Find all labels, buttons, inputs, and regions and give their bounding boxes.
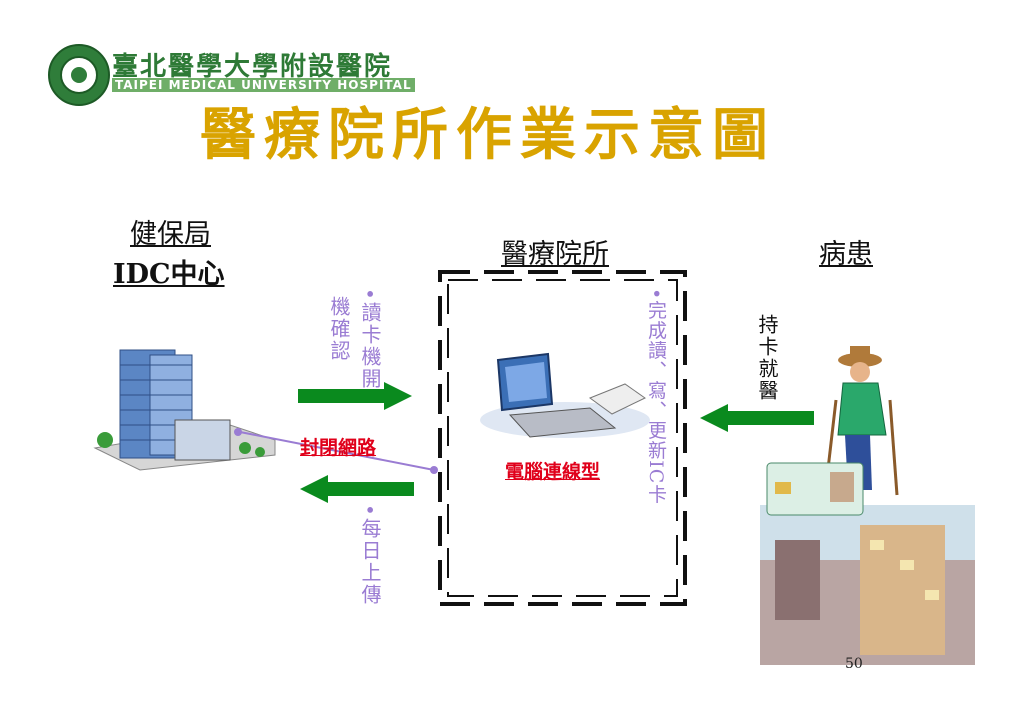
logo-core (71, 67, 87, 83)
logo-inner-ring (60, 56, 98, 94)
clinic-label: 醫療院所 (501, 239, 609, 270)
arrow-to-clinic (298, 382, 412, 410)
arrow-to-idc (300, 475, 414, 503)
ic-card-illustration (766, 462, 864, 516)
hospital-logo (48, 44, 110, 106)
computer-illustration (480, 352, 650, 438)
clinic-dashed-frame (438, 270, 687, 606)
patient-label: 病患 (819, 239, 873, 270)
hospital-photo (760, 505, 975, 665)
page-number: 50 (845, 656, 863, 672)
ic-card-update-text: •完成讀、寫、更新IC卡 (645, 288, 667, 505)
closed-network-line (234, 428, 438, 474)
hospital-name-en: TAIPEI MEDICAL UNIVERSITY HOSPITAL (112, 78, 415, 92)
arrow-from-patient (700, 404, 814, 432)
hold-card-text: 持卡就醫 (755, 314, 779, 402)
idc-label-line2: IDC中心 (113, 259, 225, 290)
hospital-name-cn: 臺北醫學大學附設醫院 (112, 52, 393, 82)
card-reader-verify-text-1: •讀卡機開 (358, 288, 382, 390)
page-title: 醫療院所作業示意圖 (200, 102, 776, 168)
daily-upload-text: •每日上傳 (358, 504, 382, 606)
idc-label-line1: 健保局 (130, 219, 211, 250)
computer-type-label: 電腦連線型 (505, 461, 601, 483)
closed-network-label: 封閉網路 (300, 437, 377, 459)
card-reader-verify-text-2: 機確認 (327, 296, 351, 362)
idc-building-illustration (93, 349, 276, 471)
